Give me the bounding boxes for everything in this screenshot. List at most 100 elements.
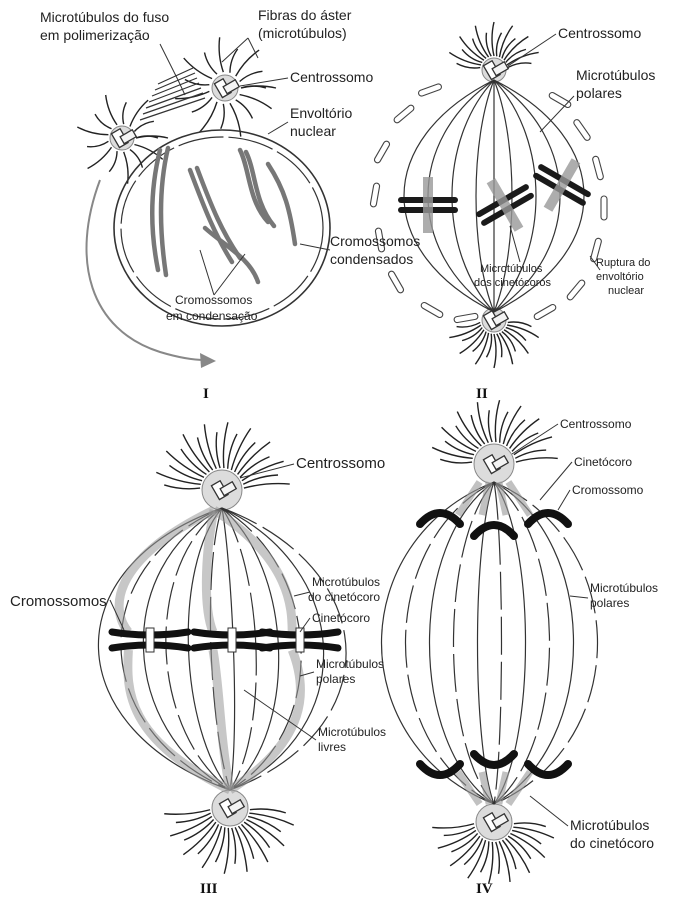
panel-4-anaphase (382, 400, 598, 884)
chromosome-label-4: Cromossomo (572, 483, 644, 497)
chromosome (528, 764, 568, 775)
aster-fiber (235, 827, 247, 871)
aster-fiber (504, 36, 528, 60)
aster-label-line2: (microtúbulos) (258, 25, 347, 41)
centrosome-label-3: Centrossomo (296, 455, 385, 472)
aster-fiber (230, 49, 238, 73)
kinetochore-bundle (508, 772, 530, 804)
envelope-fragment (420, 301, 444, 318)
leader-line (570, 596, 588, 598)
kinetochore-mt-label-4-line1: Microtúbulos (570, 817, 649, 833)
centrosome-label-4: Centrossomo (560, 417, 632, 431)
aster-fiber (242, 461, 284, 480)
chromosome (474, 754, 514, 765)
aster-fiber (500, 412, 508, 443)
condensing-label-line1: Cromossomos (175, 293, 252, 307)
aster-fiber (106, 95, 117, 125)
kinetochore-bundle (206, 510, 214, 632)
aster-fiber (216, 432, 220, 468)
condensed-label-line2: condensados (330, 251, 413, 267)
leader-line (512, 424, 558, 454)
envelope-fragment (592, 156, 604, 181)
polar-mt-label-3-line1: Microtúbulos (316, 657, 384, 671)
aster-fiber (219, 37, 223, 72)
envelope-fragment (548, 91, 572, 108)
aster-fiber (87, 141, 108, 146)
kinetochore-mt-label-3-line2: do cinetócoro (308, 590, 380, 604)
centrosome-label-1: Centrossomo (290, 69, 373, 85)
aster-fiber (481, 841, 489, 872)
panel-1-numeral: I (203, 386, 209, 402)
aster-fiber (164, 810, 210, 815)
aster-fiber (164, 485, 200, 489)
aster-fiber (123, 102, 127, 124)
aster-fiber (236, 100, 253, 119)
panel-3-metaphase (98, 422, 346, 873)
chromosome (420, 513, 460, 524)
aster-fiber (496, 842, 500, 874)
leader-line (240, 78, 288, 86)
chromosome-condensing (197, 168, 240, 258)
panel-4-numeral: IV (476, 881, 493, 897)
spindle-microtubule (149, 83, 199, 102)
aster-fiber (95, 114, 111, 129)
condensing-label-line2: em condensação (166, 309, 258, 323)
aster-fiber (77, 127, 108, 135)
aster-fiber (475, 333, 488, 364)
leader-line (300, 618, 310, 632)
leader-line (200, 250, 214, 295)
rupture-label-line2: envoltório (596, 271, 644, 283)
aster-fiber (205, 52, 218, 74)
chromosome-condensing (268, 164, 295, 244)
chromosome-condensing (205, 228, 258, 282)
panel-2-prometaphase (370, 22, 607, 368)
aster-fiber (228, 434, 237, 469)
aster-fiber (494, 334, 496, 368)
aster-fiber (130, 150, 142, 168)
envelope-fragment (373, 140, 390, 164)
kinetochore-bundle (508, 482, 530, 515)
chromosome-condensing (190, 170, 232, 262)
aster-fiber (134, 121, 153, 131)
kinetochore-mt-label-3-line1: Microtúbulos (312, 575, 380, 589)
aster-fiber (221, 104, 225, 129)
rupture-label-line3: nuclear (608, 285, 644, 297)
envelope-fragment (601, 196, 607, 220)
chromosome-condensing (161, 148, 168, 275)
kinetochore-fibres (423, 177, 433, 233)
envelope-fragment (573, 118, 592, 141)
arrow-head-icon (200, 353, 216, 368)
aster-fiber (440, 459, 472, 463)
aster-fiber (510, 419, 540, 449)
aster-fiber (88, 147, 112, 168)
envelope-fragment (393, 104, 415, 124)
leader-line (268, 122, 288, 134)
kinetochore-label-4: Cinetócoro (574, 455, 632, 469)
kinetochore (146, 628, 154, 652)
leader-line (244, 690, 316, 740)
aster-fiber (516, 458, 558, 462)
aster-fiber (432, 824, 474, 828)
aster-fiber (109, 151, 117, 172)
progress-arrow (87, 180, 206, 360)
chromosome (522, 146, 602, 224)
chromosome (398, 177, 458, 233)
kinetochore-mt-label-2-line1: Microtúbulos (480, 263, 543, 275)
centrosome-label-2: Centrossomo (558, 25, 641, 41)
chromosome (420, 764, 460, 775)
spindle-microtubule (152, 78, 197, 96)
kinetochore (228, 628, 236, 652)
aster-fiber (438, 830, 476, 848)
leader-line (558, 490, 570, 510)
kinetochore-bundle (119, 510, 214, 632)
rupture-label-line1: Ruptura do (596, 257, 650, 269)
polar-mt-label-3-line2: polares (316, 672, 355, 686)
polar-mt-label-4-line1: Microtúbulos (590, 581, 658, 595)
kinetochore-label-3: Cinetócoro (312, 611, 370, 625)
aster-fiber (240, 71, 263, 81)
condensed-label-line1: Cromossomos (330, 233, 420, 249)
aster-fiber (244, 484, 290, 489)
aster-fiber (460, 330, 484, 354)
kinetochore-mt-label-2-line2: dos cinetócoros (474, 277, 552, 289)
